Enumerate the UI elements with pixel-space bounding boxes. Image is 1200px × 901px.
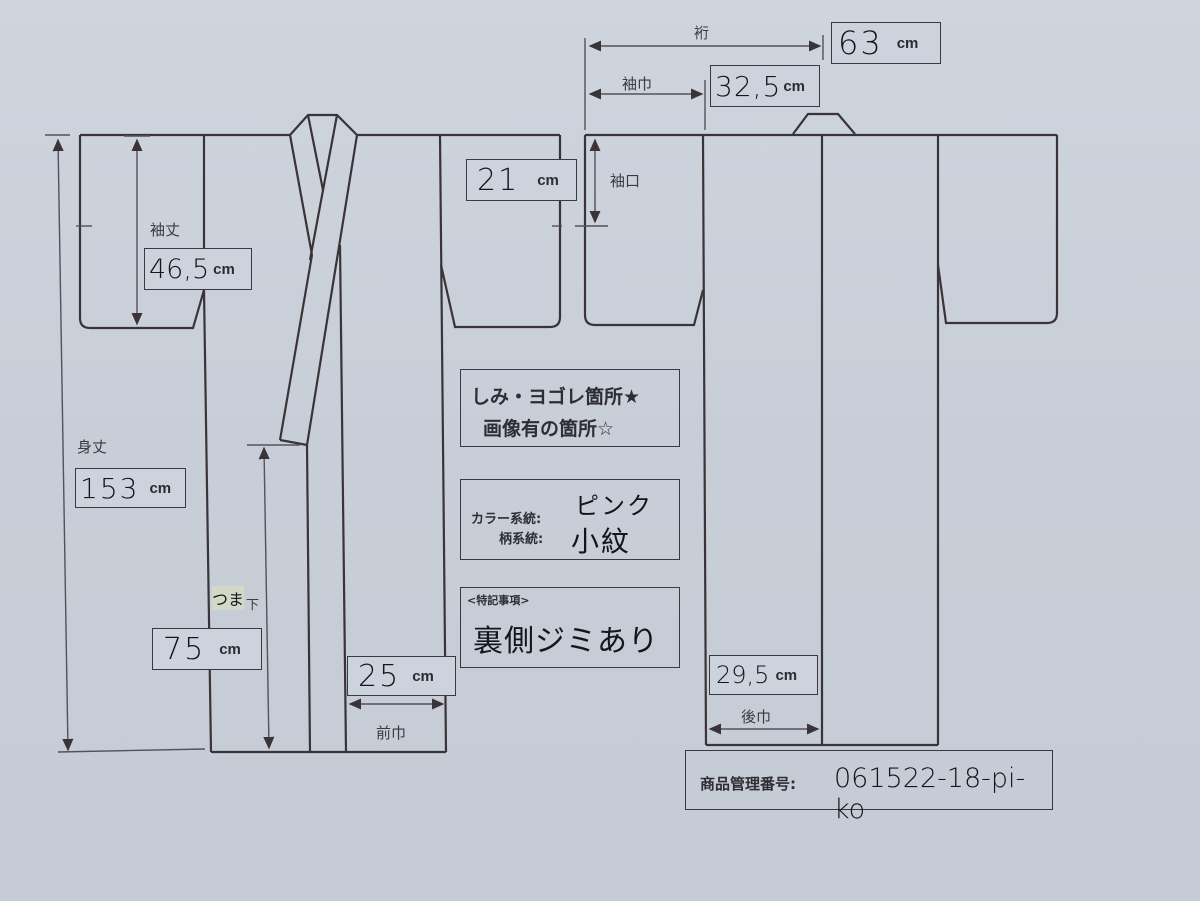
sodetake-unit: cm <box>213 260 235 278</box>
dimension-lines <box>45 35 824 753</box>
mitake-value-box: 153 cm <box>75 468 186 508</box>
sodehaba-value-box: 32,5 cm <box>710 65 820 107</box>
front-left-sleeve <box>78 135 206 330</box>
pattern-label: 柄系統: <box>499 532 544 547</box>
sodeguchi-value-box: 21 cm <box>466 159 577 201</box>
ushirohaba-value: 29,5 <box>716 661 770 689</box>
sodetake-value: 46,5 <box>149 253 210 285</box>
yuki-value: 63 <box>838 24 883 62</box>
color-label: カラー系統: <box>471 512 542 527</box>
tsumashita-unit: cm <box>219 640 241 658</box>
color-pattern-box: カラー系統: ピンク 柄系統: 小紋 <box>460 479 680 560</box>
maehaba-value: 25 <box>358 658 401 694</box>
mitake-value: 153 <box>80 471 140 505</box>
maehaba-value-box: 25 cm <box>347 656 456 696</box>
sodetake-label: 袖丈 <box>150 221 181 239</box>
stain-legend-line1: しみ・ヨゴレ箇所★ <box>471 386 641 408</box>
mitake-unit: cm <box>149 479 172 497</box>
pattern-value: 小紋 <box>571 525 632 558</box>
back-view <box>583 112 1059 747</box>
sodehaba-label: 袖巾 <box>622 75 653 93</box>
ushirohaba-unit: cm <box>775 666 798 684</box>
yuki-value-box: 63 cm <box>831 22 941 64</box>
special-notes-value: 裏側ジミあり <box>473 624 659 659</box>
ushirohaba-value-box: 29,5 cm <box>709 655 818 695</box>
yuki-label: 裄 <box>694 24 710 42</box>
front-view <box>78 113 562 754</box>
maehaba-unit: cm <box>412 667 434 685</box>
tsumashita-handwritten-label: つま <box>212 586 245 610</box>
mitake-label: 身丈 <box>77 438 108 456</box>
stain-legend-box: しみ・ヨゴレ箇所★ 画像有の箇所☆ <box>460 369 680 447</box>
tsumashita-printed-label: 下 <box>246 598 260 613</box>
color-value: ピンク <box>575 492 653 520</box>
sodetake-value-box: 46,5 cm <box>144 248 252 290</box>
product-id-value: 061522-18-pi-ko <box>834 763 1026 825</box>
sodehaba-unit: cm <box>783 77 806 95</box>
special-notes-header: <特記事項> <box>467 594 530 607</box>
tsumashita-value: 75 <box>163 631 206 667</box>
product-id-label: 商品管理番号: <box>700 775 796 793</box>
sodehaba-value: 32,5 <box>715 69 782 103</box>
special-notes-box: <特記事項> 裏側ジミあり <box>460 587 680 668</box>
sodeguchi-label: 袖口 <box>610 172 641 190</box>
stain-legend-line2: 画像有の箇所☆ <box>483 418 615 440</box>
maehaba-label: 前巾 <box>376 724 407 742</box>
sodeguchi-value: 21 <box>477 162 520 198</box>
sodeguchi-unit: cm <box>537 171 559 189</box>
tsumashita-value-box: 75 cm <box>152 628 262 670</box>
product-id-box: 商品管理番号: 061522-18-pi-ko <box>685 750 1053 825</box>
ushirohaba-label: 後巾 <box>741 708 772 726</box>
yuki-unit: cm <box>896 34 919 52</box>
